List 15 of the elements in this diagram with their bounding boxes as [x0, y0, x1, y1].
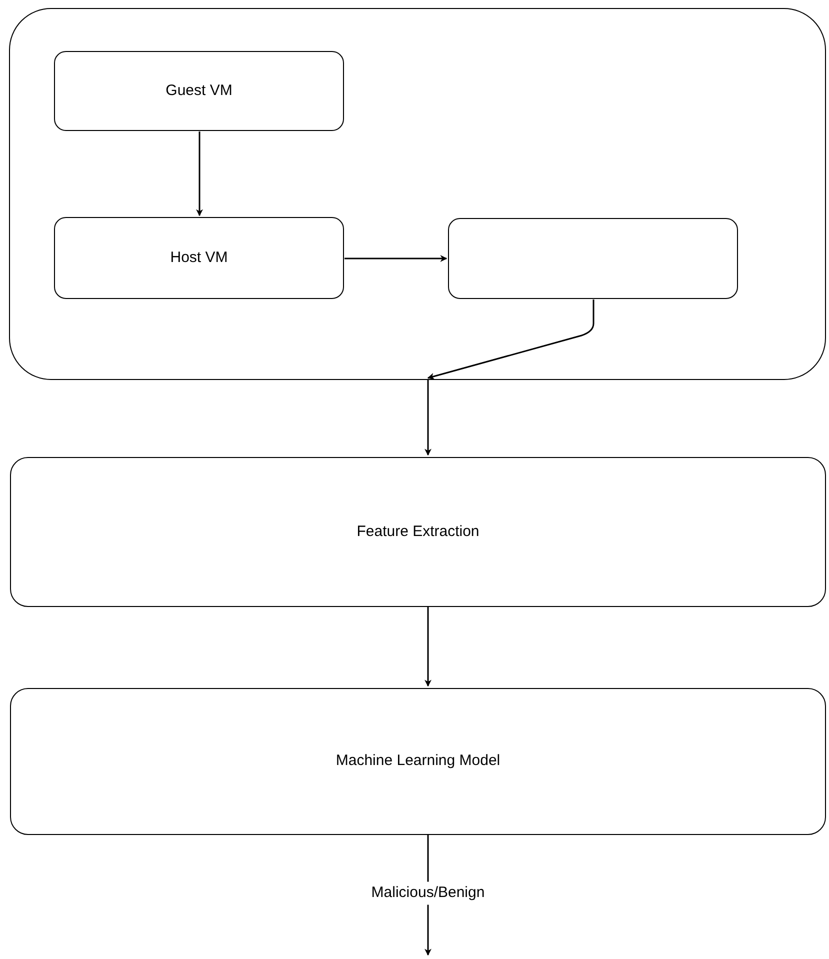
group-box: [9, 8, 826, 380]
arrow: [196, 132, 203, 216]
arrow: [427, 300, 594, 380]
box-label: Guest VM: [166, 80, 232, 101]
arrow: [424, 380, 432, 456]
box-label: Host VM: [170, 248, 228, 268]
process-box: [54, 217, 344, 299]
process-box: [448, 218, 738, 299]
process-box: [54, 51, 344, 131]
arrow: [424, 607, 432, 687]
process-box: [10, 688, 826, 835]
arrow: [344, 255, 448, 262]
process-box: [10, 457, 826, 607]
box-label: Machine Learning Model: [336, 751, 500, 772]
box-label: Feature Extraction: [356, 522, 480, 542]
